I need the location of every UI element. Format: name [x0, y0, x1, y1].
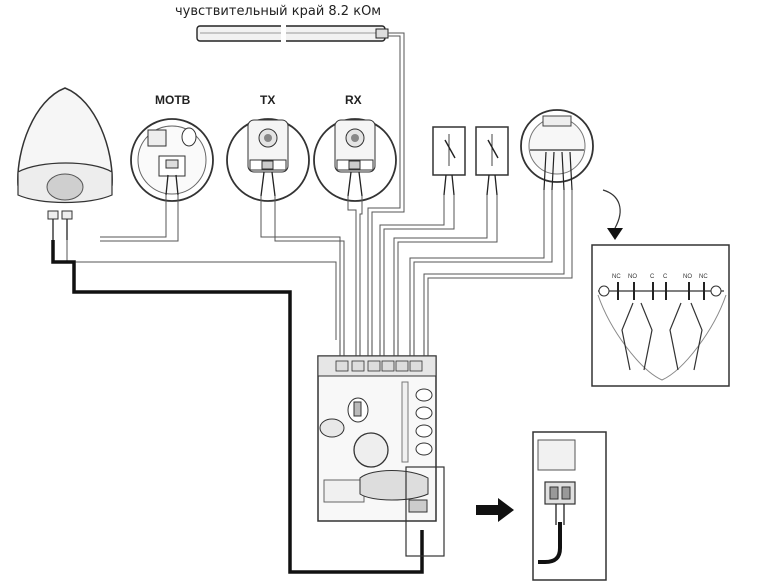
power-cable: [51, 240, 424, 574]
contact-c-2: C: [663, 274, 668, 280]
key-selector: [520, 109, 594, 191]
tx-label: TX: [260, 93, 275, 107]
callout-arrow-icon: [607, 228, 623, 240]
detail-arrow-icon: [476, 498, 514, 522]
selector-detail-box: [591, 244, 730, 387]
power-terminal-detail: [532, 431, 607, 581]
push-button-1: [432, 126, 466, 196]
rx-device: [313, 118, 397, 202]
flashing-lamp: [17, 87, 113, 240]
callout-curve: [602, 189, 621, 229]
tx-device: [226, 118, 310, 202]
motb-label: MOTB: [155, 93, 191, 107]
signal-wires: [66, 32, 573, 340]
contact-nc-1: NC: [612, 274, 621, 280]
power-terminal-highlight: [405, 466, 445, 557]
contact-c-1: C: [650, 274, 655, 280]
push-button-2: [475, 126, 509, 196]
contact-nc-2: NC: [699, 274, 708, 280]
contact-no-1: NO: [628, 274, 637, 280]
contact-no-2: NO: [683, 274, 692, 280]
diagram-title: чувствительный край 8.2 кОм: [175, 4, 381, 19]
control-board: [317, 355, 437, 522]
sensitive-edge-strip: [196, 20, 389, 47]
motb-device: [130, 118, 214, 202]
rx-label: RX: [345, 93, 362, 107]
